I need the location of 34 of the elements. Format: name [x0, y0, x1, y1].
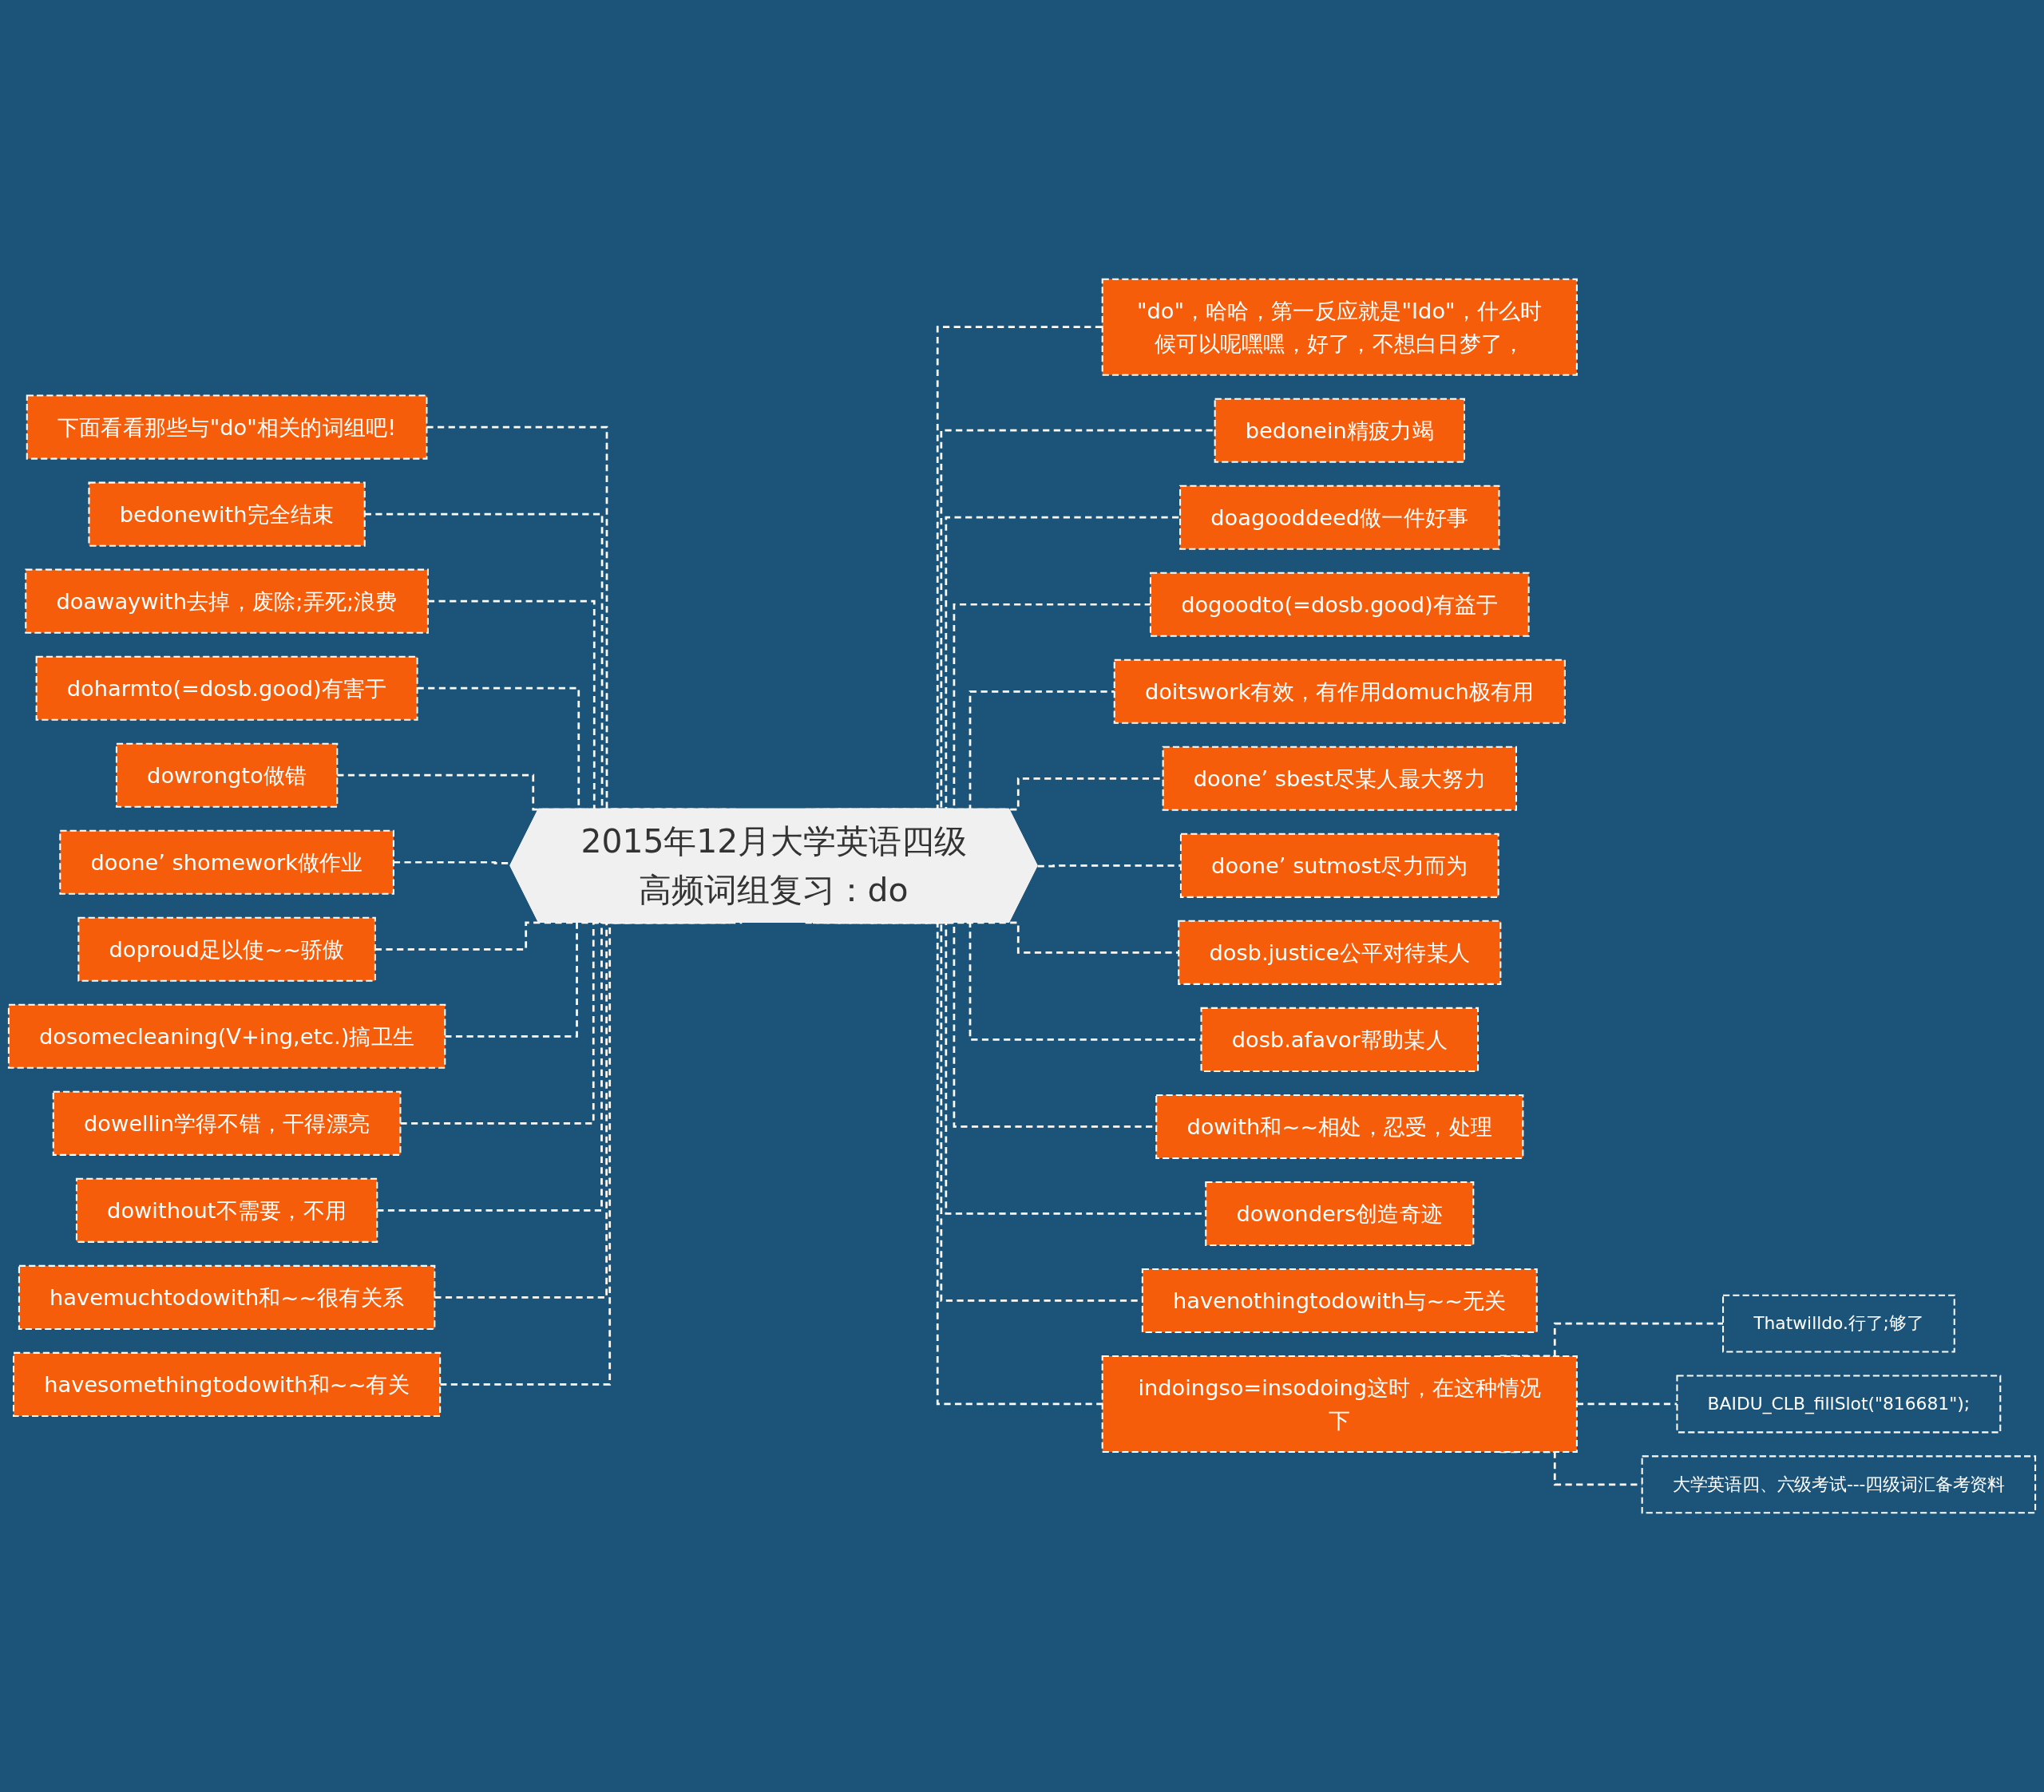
connector	[440, 921, 743, 1386]
connector	[1576, 1402, 1678, 1406]
node-box: indoingso=insodoing这时，在这种情况下	[1101, 1355, 1578, 1453]
connector	[374, 921, 575, 951]
node-box: dosb.justice公平对待某人	[1178, 920, 1502, 985]
node-box: dogoodto(=dosb.good)有益于	[1149, 572, 1530, 637]
node-box: BAIDU_CLB_fillSlot("816681");	[1676, 1375, 2002, 1434]
node-box: dowith和~~相处，忍受，处理	[1155, 1094, 1524, 1159]
node-box: doawaywith去掉，废除;弄死;浪费	[25, 568, 429, 634]
node-box: dosb.afavor帮助某人	[1200, 1007, 1480, 1072]
node-box: bedonewith完全结束	[88, 481, 366, 547]
node-box: doone’ sbest尽某人最大努力	[1162, 746, 1517, 811]
node-box: dosomecleaning(V+ing,etc.)搞卫生	[7, 1003, 446, 1069]
node-box: dowithout不需要，不用	[75, 1177, 378, 1243]
node-box: 下面看看那些与"do"相关的词组吧!	[26, 394, 428, 460]
node-box: doone’ shomework做作业	[59, 829, 394, 895]
node-box: havesomethingtodowith和~~有关	[13, 1351, 442, 1417]
connector	[1037, 864, 1181, 868]
node-box: havenothingtodowith与~~无关	[1141, 1268, 1538, 1333]
node-box: doagooddeed做一件好事	[1179, 485, 1500, 550]
node-box: doproud足以使~~骄傲	[77, 916, 376, 982]
node-box: Thatwilldo.行了;够了	[1722, 1294, 1955, 1353]
connector	[805, 921, 1103, 1406]
node-box: doitswork有效，有作用domuch极有用	[1113, 659, 1566, 724]
node-box: bedonein精疲力竭	[1214, 398, 1465, 463]
node-box: "do"，哈哈，第一反应就是"Ido"，什么时候可以呢嘿嘿，好了，不想白日梦了，	[1101, 278, 1578, 376]
node-box: dowellin学得不错，干得漂亮	[52, 1090, 402, 1156]
node-box: doharmto(=dosb.good)有害于	[35, 655, 418, 721]
node-box: dowonders创造奇迹	[1205, 1181, 1475, 1246]
node-box: 大学英语四、六级考试---四级词汇备考资料	[1641, 1455, 2037, 1514]
node-box: havemuchtodowith和~~很有关系	[18, 1264, 436, 1330]
node-box: doone’ sutmost尽力而为	[1179, 833, 1499, 898]
node-box: dowrongto做错	[115, 742, 339, 808]
connector	[966, 921, 1179, 954]
